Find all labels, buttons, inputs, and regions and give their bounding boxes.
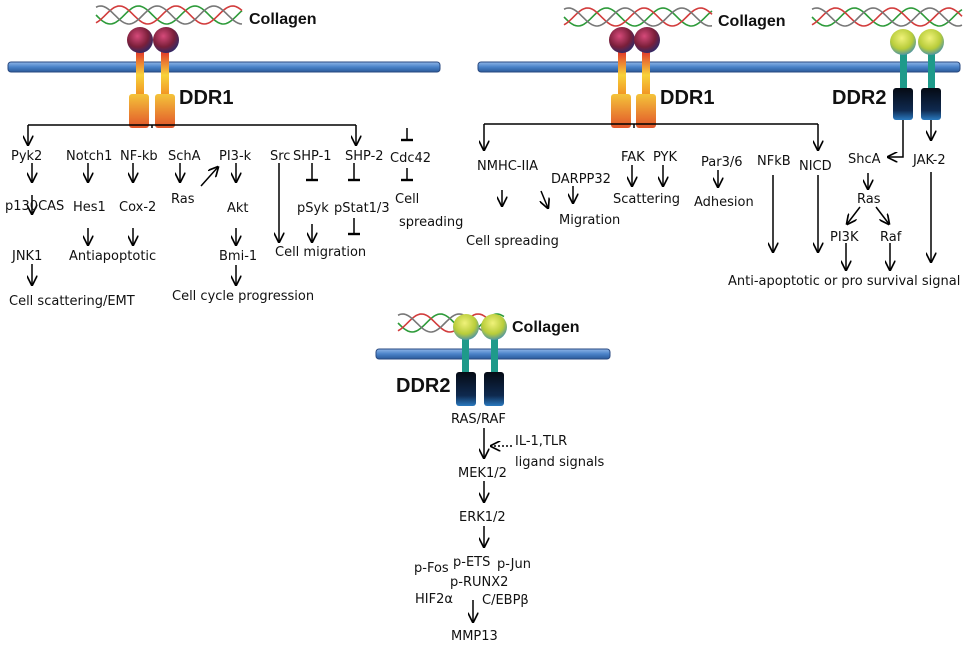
collagen-strand xyxy=(95,5,243,25)
collagen-strand xyxy=(95,5,243,25)
node-pets: p-ETS xyxy=(453,555,490,570)
node-bmi1: Bmi-1 xyxy=(219,249,257,264)
ddr1-label: DDR1 xyxy=(179,87,233,109)
membrane-icon xyxy=(7,61,441,73)
node-cdc42: Cdc42 xyxy=(390,151,431,166)
collagen-label: Collagen xyxy=(512,319,580,336)
node-akt: Akt xyxy=(227,201,249,216)
node-par36: Par3/6 xyxy=(701,155,743,170)
collagen-strand xyxy=(811,7,963,27)
collagen-label: Collagen xyxy=(718,13,786,30)
node-jak2: JAK-2 xyxy=(912,153,946,168)
outcome-cell-scattering-emt: Cell scattering/EMT xyxy=(9,294,135,309)
node-prunx2: p-RUNX2 xyxy=(450,575,508,590)
outcome-antiapoptotic: Antiapoptotic xyxy=(69,249,156,264)
node-nicd: NICD xyxy=(799,159,832,174)
node-pjun: p-Jun xyxy=(497,557,531,572)
panel2-labels: NMHC-IIA DARPP32 Migration Cell spreadin… xyxy=(466,150,960,289)
panel1-labels: Pyk2 p130CAS JNK1 Cell scattering/EMT No… xyxy=(5,149,463,309)
node-ras-raf: RAS/RAF xyxy=(451,412,506,427)
node-mek12: MEK1/2 xyxy=(458,466,507,481)
node-il1-tlr: IL-1,TLR xyxy=(515,434,567,449)
outcome-cell-spreading: Cell spreading xyxy=(466,234,559,249)
node-erk12: ERK1/2 xyxy=(459,510,506,525)
node-notch1: Notch1 xyxy=(66,149,112,164)
ddr2-receptor-icon xyxy=(453,314,507,406)
outcome-cell-migration: Cell migration xyxy=(275,245,366,260)
outcome-cell: Cell xyxy=(395,192,419,207)
outcome-mmp13: MMP13 xyxy=(451,629,498,644)
node-hif2a: HIF2α xyxy=(415,592,453,607)
node-raf: Raf xyxy=(880,230,902,245)
node-p130cas: p130CAS xyxy=(5,199,64,214)
node-shp1: SHP-1 xyxy=(293,149,332,164)
node-pi3k: PI3-k xyxy=(219,149,252,164)
node-psyk: pSyk xyxy=(297,201,329,216)
node-nmhc-iia: NMHC-IIA xyxy=(477,159,538,174)
collagen-label: Collagen xyxy=(249,11,317,28)
node-ligand-signals: ligand signals xyxy=(515,455,605,470)
panel1-connectors xyxy=(28,124,413,285)
collagen-strand xyxy=(563,7,713,27)
collagen-strand xyxy=(563,7,713,27)
node-scha: SchA xyxy=(168,149,201,164)
outcome-migration: Migration xyxy=(559,213,620,228)
node-src: Src xyxy=(270,149,290,164)
node-pfos: p-Fos xyxy=(414,561,449,576)
ddr2-label: DDR2 xyxy=(832,87,886,109)
panel3-labels: RAS/RAF IL-1,TLR ligand signals MEK1/2 E… xyxy=(414,412,605,644)
ddr1-label: DDR1 xyxy=(660,87,714,109)
node-shp2: SHP-2 xyxy=(345,149,384,164)
collagen-helix-icon xyxy=(95,5,243,25)
collagen-strand xyxy=(811,7,963,27)
node-pyk2: Pyk2 xyxy=(11,149,42,164)
node-cox2: Cox-2 xyxy=(119,200,156,215)
node-jnk1: JNK1 xyxy=(11,249,42,264)
node-pstat: pStat1/3 xyxy=(334,201,390,216)
membrane-icon xyxy=(477,61,961,73)
collagen-helix-icon xyxy=(811,7,963,27)
outcome-survival-signal: Anti-apoptotic or pro survival signal xyxy=(728,274,960,289)
collagen-helix-icon xyxy=(563,7,713,27)
node-shca: ShcA xyxy=(848,152,881,167)
ddr1-receptor-icon xyxy=(127,27,179,128)
node-cebpb: C/EBPβ xyxy=(482,593,529,608)
node-hes1: Hes1 xyxy=(73,200,106,215)
outcome-adhesion: Adhesion xyxy=(694,195,754,210)
panel3-connectors xyxy=(473,428,512,622)
node-fak: FAK xyxy=(621,150,645,165)
collagen-strand xyxy=(563,7,713,27)
collagen-strand xyxy=(95,5,243,25)
collagen-strand xyxy=(811,7,963,27)
node-pi3k-2: PI3K xyxy=(830,230,859,245)
node-nfkb-2: NFkB xyxy=(757,154,791,169)
ddr1-receptor-icon xyxy=(609,27,660,128)
outcome-spreading: spreading xyxy=(399,215,463,230)
node-pyk: PYK xyxy=(653,150,677,165)
node-nfkb: NF-kb xyxy=(120,149,158,164)
ddr2-receptor-icon xyxy=(890,29,944,120)
ddr2-label: DDR2 xyxy=(396,375,450,397)
outcome-scattering: Scattering xyxy=(613,192,680,207)
node-darpp32: DARPP32 xyxy=(551,172,611,187)
panel2-connectors xyxy=(484,120,931,270)
outcome-cell-cycle: Cell cycle progression xyxy=(172,289,314,304)
node-ras-2: Ras xyxy=(857,192,881,207)
node-ras: Ras xyxy=(171,192,195,207)
